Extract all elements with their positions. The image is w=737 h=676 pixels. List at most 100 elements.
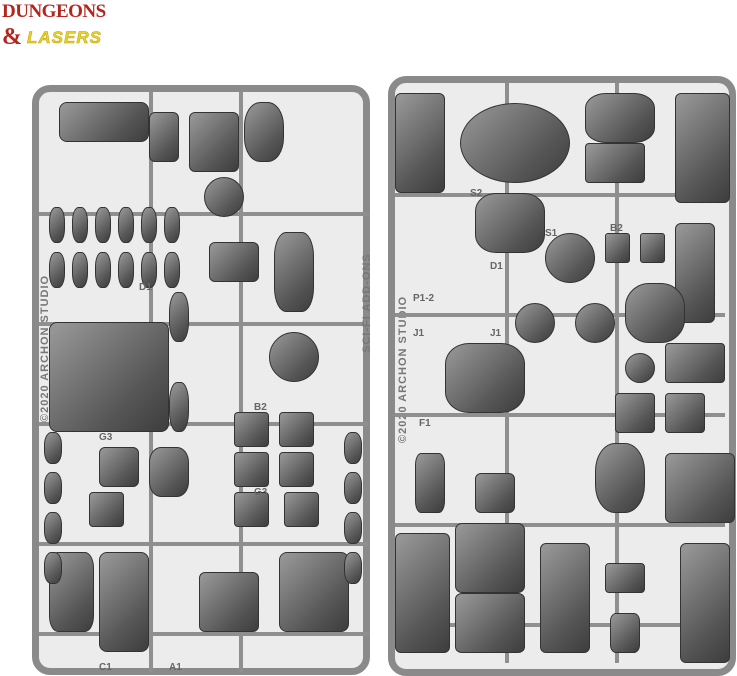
plastic-part (99, 552, 149, 652)
plastic-part (625, 353, 655, 383)
plastic-part (118, 207, 134, 243)
plastic-part (665, 393, 705, 433)
plastic-part (680, 543, 730, 663)
part-label: B2 (610, 223, 623, 234)
plastic-part (72, 207, 88, 243)
part-label: J1 (413, 328, 425, 339)
plastic-part (344, 512, 362, 544)
right-sprue-title: SCI-FI ADD-ONS (361, 253, 373, 353)
part-label: B2 (254, 402, 267, 413)
part-label: D1 (490, 261, 503, 272)
plastic-part (284, 492, 319, 527)
plastic-part (279, 552, 349, 632)
plastic-part (164, 252, 180, 288)
plastic-part (274, 232, 314, 312)
plastic-part (49, 322, 169, 432)
plastic-part (475, 473, 515, 513)
part-label: S1 (545, 228, 558, 239)
plastic-part (49, 207, 65, 243)
plastic-part (279, 412, 314, 447)
plastic-part (99, 447, 139, 487)
plastic-part (545, 233, 595, 283)
plastic-part (164, 207, 180, 243)
plastic-part (234, 452, 269, 487)
logo-line2: LASERS (27, 28, 102, 48)
plastic-part (344, 552, 362, 584)
plastic-part (95, 252, 111, 288)
plastic-part (44, 512, 62, 544)
plastic-part (575, 303, 615, 343)
sprue-runner (39, 542, 369, 546)
part-label: A1 (169, 662, 182, 673)
plastic-part (269, 332, 319, 382)
plastic-part (169, 292, 189, 342)
part-label: J1 (490, 328, 502, 339)
plastic-part (44, 432, 62, 464)
plastic-part (640, 233, 665, 263)
plastic-part (279, 452, 314, 487)
plastic-part (204, 177, 244, 217)
sprue-runner (39, 212, 369, 216)
plastic-part (149, 112, 179, 162)
part-label: S2 (470, 188, 483, 199)
dungeons-and-lasers-logo: DUNGEONS & LASERS (2, 2, 126, 54)
plastic-part (118, 252, 134, 288)
plastic-part (605, 233, 630, 263)
plastic-part (515, 303, 555, 343)
logo-line1: DUNGEONS (2, 1, 106, 22)
plastic-part (44, 552, 62, 584)
plastic-part (605, 563, 645, 593)
plastic-part (445, 343, 525, 413)
part-label: C1 (99, 662, 112, 673)
plastic-part (395, 93, 445, 193)
right-sprue-copyright: ©2020 ARCHON STUDIO (397, 295, 409, 443)
plastic-part (344, 432, 362, 464)
part-label: F1 (419, 418, 431, 429)
plastic-part (89, 492, 124, 527)
part-label: D1 (139, 282, 152, 293)
plastic-part (49, 252, 65, 288)
plastic-part (585, 143, 645, 183)
sprue-runner (395, 313, 725, 317)
plastic-part (665, 453, 735, 523)
part-label: G3 (254, 487, 268, 498)
plastic-part (44, 472, 62, 504)
plastic-part (199, 572, 259, 632)
plastic-part (455, 593, 525, 653)
plastic-part (209, 242, 259, 282)
sprue-runner (239, 92, 243, 672)
plastic-part (149, 447, 189, 497)
plastic-part (615, 393, 655, 433)
part-label: G3 (99, 432, 113, 443)
sprue-runner (39, 632, 369, 636)
plastic-part (395, 533, 450, 653)
logo-ampersand: & (2, 24, 22, 50)
plastic-part (72, 252, 88, 288)
plastic-part (460, 103, 570, 183)
plastic-part (344, 472, 362, 504)
plastic-part (189, 112, 239, 172)
plastic-part (585, 93, 655, 143)
sprue-runner (39, 422, 369, 426)
sprue-runner (39, 322, 369, 326)
plastic-part (475, 193, 545, 253)
plastic-part (610, 613, 640, 653)
plastic-part (665, 343, 725, 383)
plastic-part (455, 523, 525, 593)
plastic-part (595, 443, 645, 513)
plastic-part (244, 102, 284, 162)
plastic-part (625, 283, 685, 343)
part-label: P1-2 (413, 293, 435, 304)
plastic-part (415, 453, 445, 513)
plastic-part (234, 492, 269, 527)
plastic-part (234, 412, 269, 447)
plastic-part (95, 207, 111, 243)
plastic-part (675, 93, 730, 203)
sprue-runner (395, 413, 725, 417)
sprue-runner (395, 523, 725, 527)
sprue-runner (615, 83, 619, 663)
plastic-part (59, 102, 149, 142)
plastic-part (540, 543, 590, 653)
